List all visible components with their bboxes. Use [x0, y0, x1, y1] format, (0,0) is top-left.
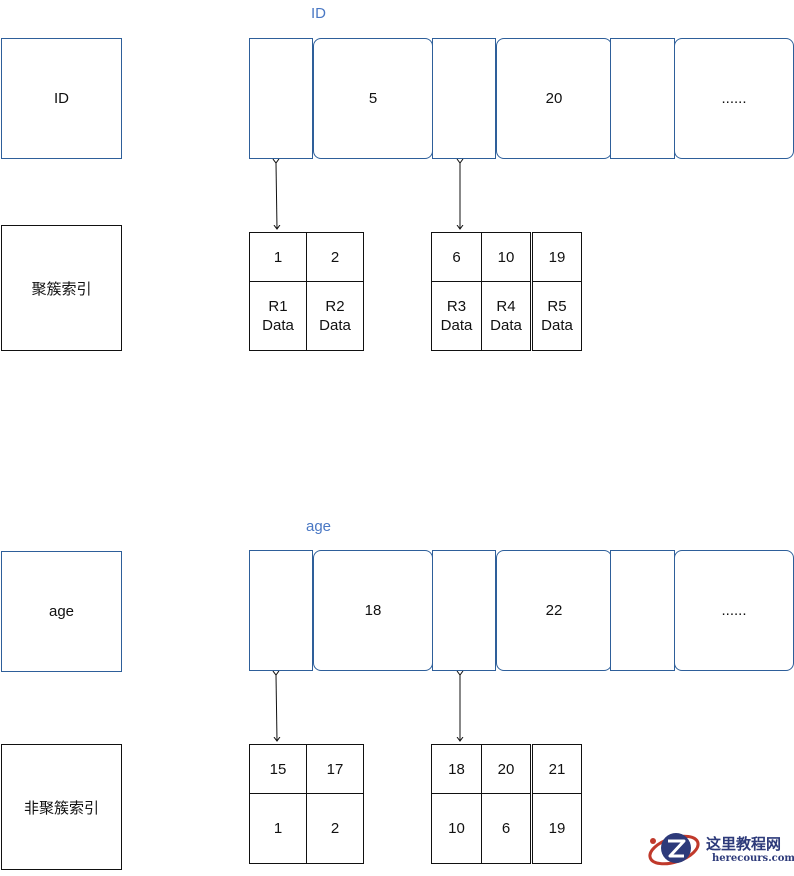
watermark-logo: 这里教程网 herecours.com	[646, 827, 794, 871]
watermark-brand-cn: 这里教程网	[706, 835, 782, 853]
secondary-node-key-3-text: ......	[721, 602, 747, 619]
clustered-leaf-2-cell-1-key: 6	[432, 233, 481, 282]
watermark-z-icon	[648, 833, 700, 866]
secondary-node-key-1: 18	[313, 550, 433, 671]
clustered-leaf-2-cell-2: 10 R4 Data	[481, 232, 531, 351]
secondary-side-label: age	[48, 603, 75, 620]
watermark-brand-en: herecours.com	[712, 853, 794, 864]
clustered-pointer-slot-2	[432, 38, 496, 159]
clustered-leaf-1-cell-2: 2 R2 Data	[306, 232, 364, 351]
secondary-node-key-2: 22	[496, 550, 612, 671]
clustered-node-key-2-text: 20	[545, 90, 563, 107]
secondary-side-label-box: age	[1, 551, 122, 672]
clustered-pointer-slot-3	[610, 38, 675, 159]
clustered-index-label: 聚簇索引	[31, 280, 92, 298]
clustered-index-label-box: 聚簇索引	[1, 225, 122, 351]
secondary-leaf-2-cell-3: 21 19	[532, 744, 582, 864]
clustered-leaf-1-cell-1: 1 R1 Data	[249, 232, 307, 351]
secondary-leaf-2-cell-3-key: 21	[533, 745, 581, 794]
clustered-side-label: ID	[54, 90, 69, 107]
secondary-node-key-3: ......	[674, 550, 794, 671]
clustered-leaf-2-cell-2-key: 10	[482, 233, 530, 282]
secondary-leaf-1-cell-1-key: 15	[250, 745, 306, 794]
secondary-leaf-1-cell-2-value: 2	[330, 819, 340, 837]
clustered-leaf-2-cell-1: 6 R3 Data	[431, 232, 482, 351]
secondary-leaf-2-cell-1: 18 10	[431, 744, 482, 864]
secondary-leaf-2-cell-1-value: 10	[448, 819, 465, 837]
secondary-pointer-slot-1	[249, 550, 313, 671]
clustered-node-key-1-text: 5	[368, 90, 378, 107]
clustered-leaf-2-cell-3: 19 R5 Data	[532, 232, 582, 351]
secondary-leaf-2-cell-2-value: 6	[501, 819, 511, 837]
secondary-index-label-box: 非聚簇索引	[1, 744, 122, 870]
clustered-pointer-slot-1	[249, 38, 313, 159]
secondary-leaf-2-cell-1-key: 18	[432, 745, 481, 794]
clustered-leaf-2-cell-2-value: R4 Data	[490, 297, 522, 334]
secondary-node-key-1-text: 18	[364, 602, 382, 619]
clustered-node-key-1: 5	[313, 38, 433, 159]
clustered-tree-title: ID	[311, 5, 326, 22]
clustered-leaf-2-cell-3-value: R5 Data	[541, 297, 573, 334]
clustered-node-key-3-text: ......	[721, 90, 747, 107]
secondary-tree-title: age	[306, 518, 332, 535]
clustered-node-key-3: ......	[674, 38, 794, 159]
clustered-leaf-1-cell-2-value: R2 Data	[319, 297, 351, 334]
secondary-pointer-arrow-1	[276, 675, 277, 741]
clustered-node-key-2: 20	[496, 38, 612, 159]
clustered-leaf-1-cell-1-value: R1 Data	[262, 297, 294, 334]
clustered-leaf-1-cell-1-key: 1	[250, 233, 306, 282]
secondary-pointer-slot-2	[432, 550, 496, 671]
secondary-leaf-1-cell-1: 15 1	[249, 744, 307, 864]
secondary-pointer-slot-3	[610, 550, 675, 671]
secondary-leaf-1-cell-2: 17 2	[306, 744, 364, 864]
secondary-index-label: 非聚簇索引	[23, 799, 99, 817]
secondary-leaf-1-cell-1-value: 1	[273, 819, 283, 837]
clustered-pointer-arrow-1	[276, 163, 277, 229]
secondary-leaf-2-cell-3-value: 19	[548, 819, 566, 837]
secondary-node-key-2-text: 22	[545, 602, 563, 619]
secondary-leaf-1-cell-2-key: 17	[307, 745, 363, 794]
clustered-leaf-1-cell-2-key: 2	[307, 233, 363, 282]
clustered-side-label-box: ID	[1, 38, 122, 159]
secondary-leaf-2-cell-2-key: 20	[482, 745, 530, 794]
secondary-leaf-2-cell-2: 20 6	[481, 744, 531, 864]
clustered-leaf-2-cell-1-value: R3 Data	[440, 297, 473, 334]
clustered-leaf-2-cell-3-key: 19	[533, 233, 581, 282]
